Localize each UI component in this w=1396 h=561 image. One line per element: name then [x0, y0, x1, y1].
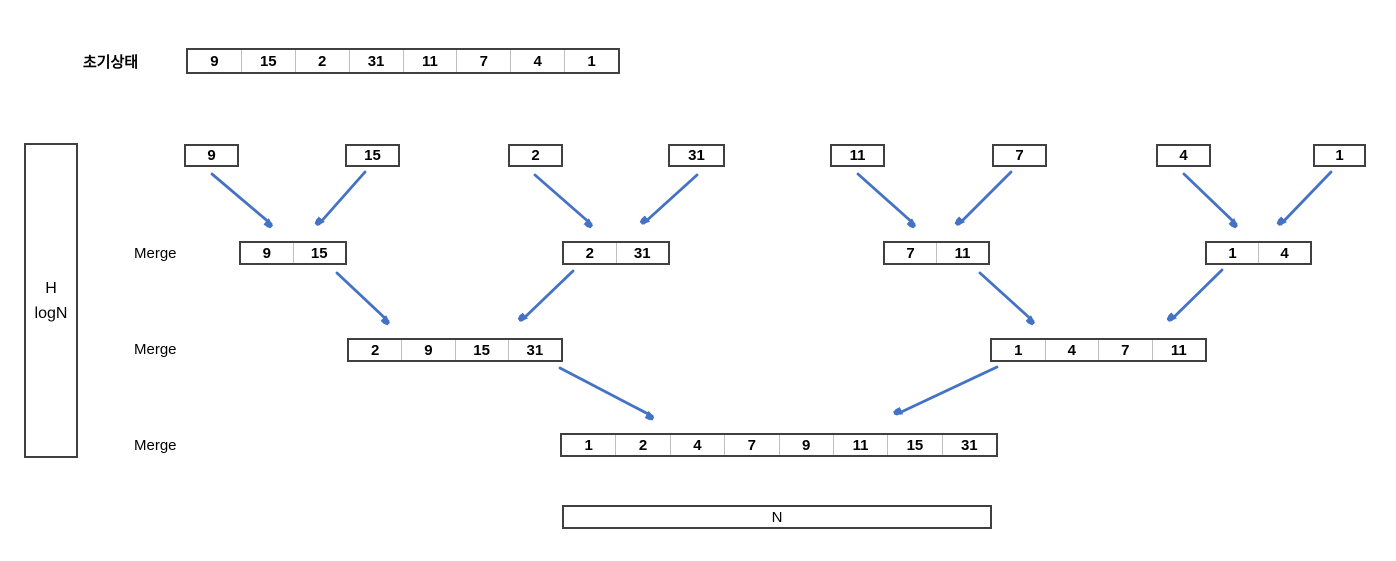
array-cell: 31	[941, 435, 996, 455]
height-label: H	[45, 279, 57, 297]
logn-label: logN	[34, 304, 68, 322]
merge-arrow	[644, 173, 699, 223]
array-cell: 11	[832, 435, 887, 455]
height-logn-box: H logN	[24, 143, 78, 458]
array-cell: 11	[936, 243, 988, 263]
array-cell: 4	[1044, 340, 1099, 360]
array-cell: 1	[564, 50, 618, 72]
array-cell: 31	[507, 340, 561, 360]
merge-arrow	[335, 271, 388, 321]
array-cell: 1	[1014, 341, 1023, 359]
array-cell: 7	[906, 244, 915, 262]
merge-label-level2: Merge	[134, 245, 177, 262]
merged-array-box: 2 31	[562, 241, 670, 265]
merge-arrow	[522, 269, 575, 320]
array-cell: 15	[887, 435, 941, 455]
array-box-single: 31	[668, 144, 725, 167]
cell-value: 9	[207, 147, 216, 164]
array-cell: 9	[262, 244, 271, 262]
cell-value: 31	[688, 147, 705, 164]
array-cell: 4	[669, 435, 724, 455]
cell-value: 11	[849, 147, 866, 164]
array-cell: 15	[240, 50, 295, 72]
merge-arrow	[978, 271, 1033, 321]
merge-arrow	[1182, 172, 1236, 224]
array-cell: 7	[1098, 340, 1152, 360]
cell-value: 4	[1179, 147, 1188, 164]
merge-label-level3: Merge	[134, 341, 177, 358]
array-cell: 31	[615, 243, 669, 263]
array-cell: 7	[724, 435, 778, 455]
array-cell: 9	[778, 435, 833, 455]
initial-state-label: 초기상태	[83, 54, 139, 71]
array-cell: 1	[1228, 244, 1237, 262]
merge-arrow	[533, 173, 591, 224]
array-box-single: 1	[1313, 144, 1366, 167]
merge-arrow	[319, 170, 367, 224]
array-box-single: 2	[508, 144, 563, 167]
array-cell: 2	[294, 50, 349, 72]
array-cell: 15	[292, 243, 346, 263]
array-cell: 7	[456, 50, 510, 72]
array-box-single: 9	[184, 144, 239, 167]
cell-value: 7	[1015, 147, 1024, 164]
array-cell: 31	[348, 50, 403, 72]
array-cell: 9	[401, 340, 454, 360]
merge-arrow	[856, 172, 914, 224]
array-box-single: 15	[345, 144, 400, 167]
array-cell: 9	[210, 52, 219, 70]
merge-arrow	[897, 365, 999, 414]
array-cell: 1	[584, 436, 593, 454]
merge-arrow	[959, 170, 1013, 224]
merged-array-box: 9 15	[239, 241, 347, 265]
array-cell: 2	[585, 244, 594, 262]
merge-arrow	[1171, 268, 1224, 320]
merge-arrow	[1281, 170, 1333, 224]
array-cell: 11	[402, 50, 457, 72]
cell-value: 1	[1335, 147, 1344, 164]
merge-label-level4: Merge	[134, 437, 177, 454]
array-cell: 11	[1151, 340, 1206, 360]
n-width-box: N	[562, 505, 992, 529]
array-cell: 15	[454, 340, 508, 360]
merge-arrow	[558, 366, 652, 416]
n-label: N	[771, 508, 783, 526]
array-box-single: 4	[1156, 144, 1211, 167]
array-box-single: 11	[830, 144, 885, 167]
array-cell: 2	[615, 435, 669, 455]
array-cell: 4	[510, 50, 564, 72]
array-cell: 2	[370, 341, 380, 359]
merge-arrow	[210, 172, 271, 224]
array-cell: 4	[1258, 243, 1310, 263]
array-box-single: 7	[992, 144, 1047, 167]
cell-value: 2	[531, 147, 540, 164]
cell-value: 15	[364, 147, 381, 164]
merged-array-box: 7 11	[883, 241, 990, 265]
